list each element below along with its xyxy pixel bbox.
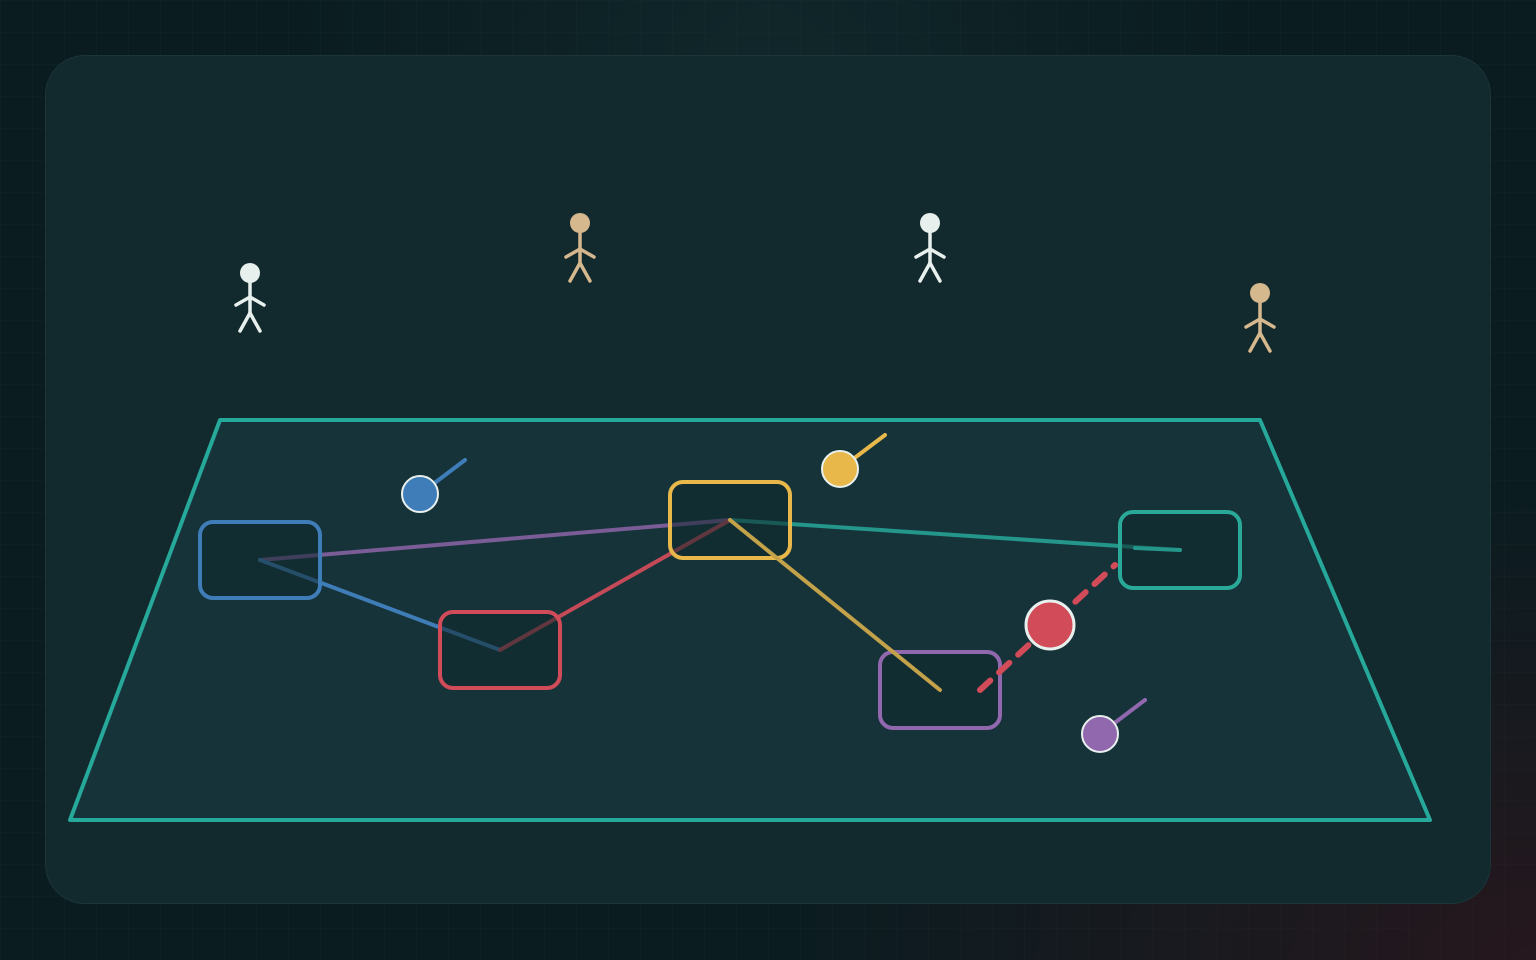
marker-blue[interactable] bbox=[401, 458, 467, 513]
link-blue-yellow bbox=[258, 518, 732, 562]
figure-4[interactable] bbox=[1244, 283, 1276, 353]
marker-red[interactable] bbox=[1024, 599, 1076, 651]
link-teal-end bbox=[1133, 546, 1182, 552]
link-yellow-teal bbox=[728, 518, 1182, 552]
node-blue[interactable] bbox=[198, 520, 322, 600]
figure-3[interactable] bbox=[914, 213, 946, 283]
link-yellow-purple bbox=[728, 518, 942, 692]
figure-2[interactable] bbox=[564, 213, 596, 283]
marker-purple[interactable] bbox=[1081, 698, 1147, 753]
node-red[interactable] bbox=[438, 610, 562, 690]
figure-1[interactable] bbox=[234, 263, 266, 333]
marker-yellow[interactable] bbox=[821, 433, 887, 488]
